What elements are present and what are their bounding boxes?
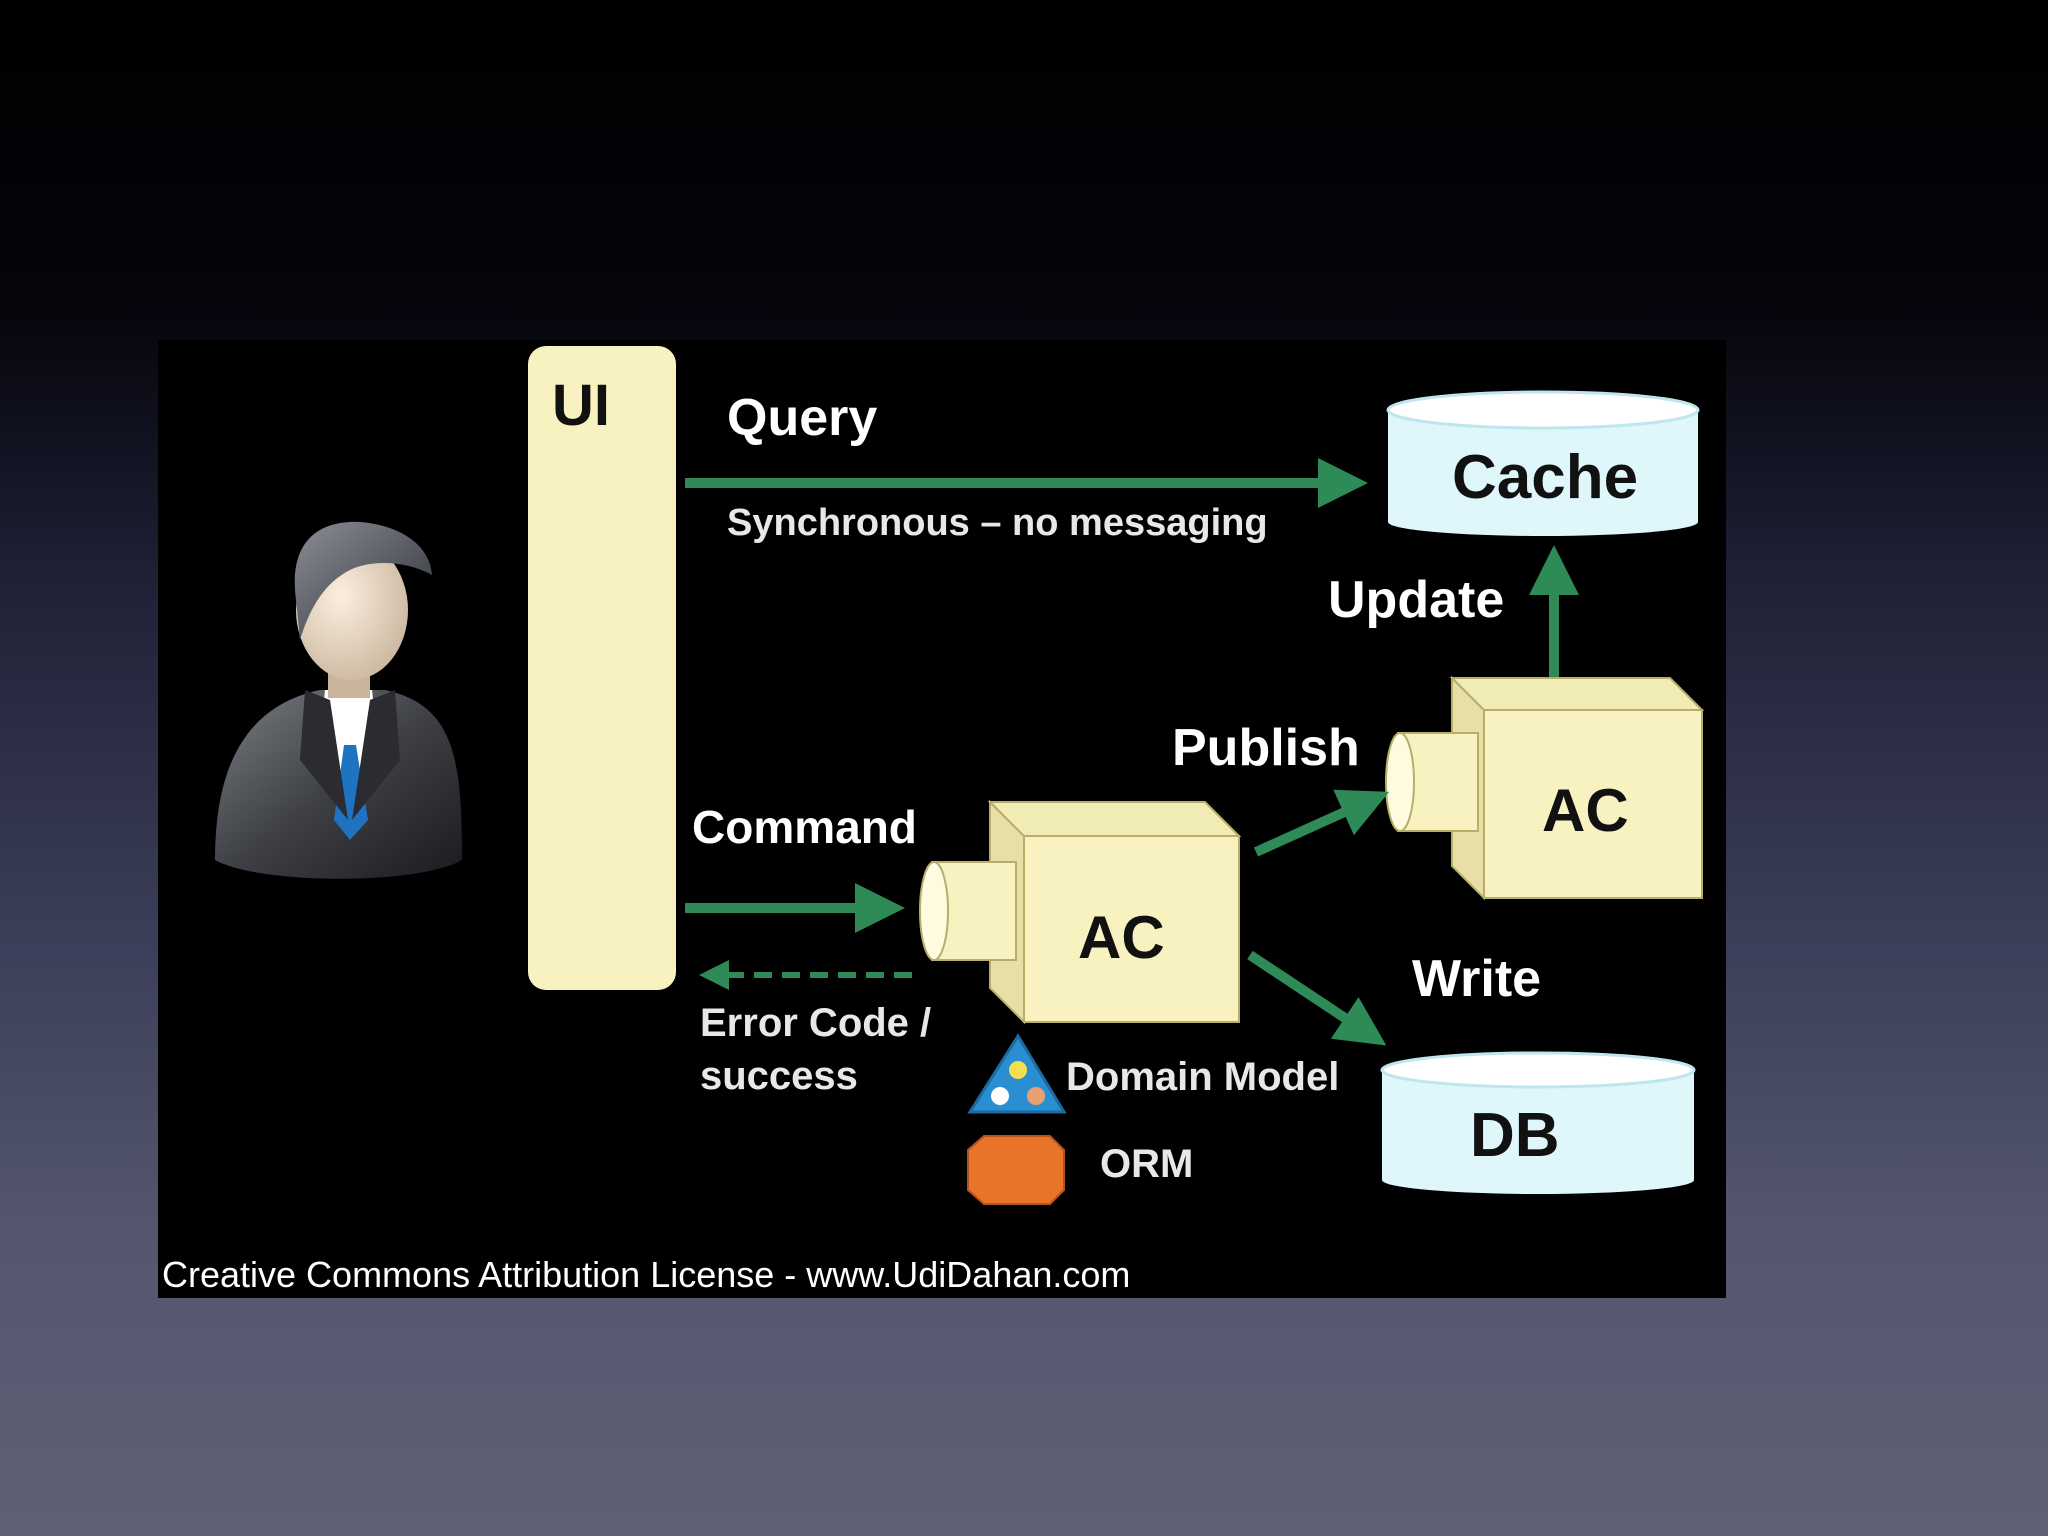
ac-secondary-label: AC xyxy=(1542,777,1629,844)
command-label: Command xyxy=(692,801,917,853)
user-businessman-icon xyxy=(215,521,462,879)
ui-layer-bar xyxy=(528,346,676,990)
error-label-line2: success xyxy=(700,1054,858,1098)
query-note: Synchronous – no messaging xyxy=(727,502,1268,544)
publish-label: Publish xyxy=(1172,719,1360,777)
license-credit: Creative Commons Attribution License - w… xyxy=(162,1254,1130,1295)
db-cylinder xyxy=(1380,1051,1696,1194)
query-label: Query xyxy=(727,389,877,447)
orm-octagon-icon xyxy=(967,1135,1065,1205)
cache-label: Cache xyxy=(1452,443,1638,512)
write-label: Write xyxy=(1412,950,1541,1008)
ac-component-secondary xyxy=(1385,675,1705,901)
ac-main-label: AC xyxy=(1078,904,1165,971)
domain-model-label: Domain Model xyxy=(1066,1055,1339,1099)
update-label: Update xyxy=(1328,571,1504,629)
error-label-line1: Error Code / xyxy=(700,1001,931,1045)
cache-cylinder xyxy=(1386,390,1700,536)
orm-label: ORM xyxy=(1100,1142,1193,1186)
triangle-domain-model-icon xyxy=(967,1033,1067,1114)
publish-arrow xyxy=(1253,789,1390,857)
db-label: DB xyxy=(1470,1101,1560,1170)
write-arrow xyxy=(1247,950,1387,1046)
ui-label: UI xyxy=(552,373,610,438)
ac-component-main xyxy=(919,799,1242,1025)
